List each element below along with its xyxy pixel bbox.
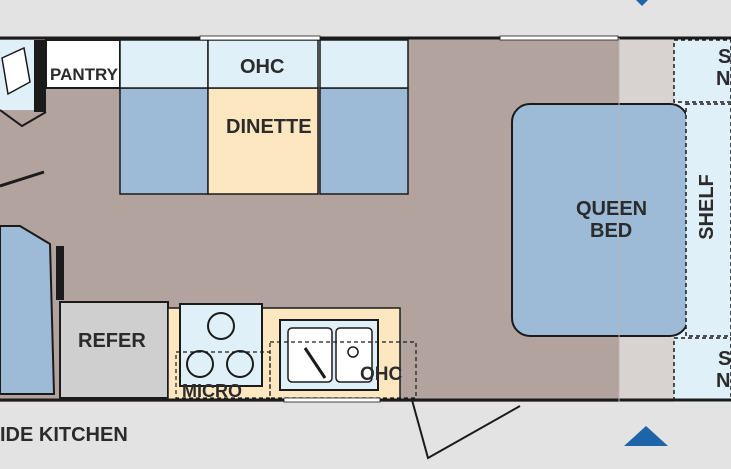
sink-faucet xyxy=(303,347,327,379)
top-window-right xyxy=(499,35,619,41)
burner-left xyxy=(186,350,214,378)
stove-top xyxy=(179,303,263,387)
entry-wall-stub xyxy=(0,170,45,188)
nightstand-top xyxy=(673,39,731,103)
refer-label: REFER xyxy=(78,330,146,352)
front-lounge-seat xyxy=(0,225,56,395)
edge-bottom-s-label: S xyxy=(718,348,731,370)
outside-kitchen-label: IDE KITCHEN xyxy=(0,424,128,446)
nightstand-bottom xyxy=(673,337,731,401)
dinette-seat-left-back xyxy=(119,39,209,89)
bottom-window xyxy=(283,397,381,403)
burner-right xyxy=(226,350,254,378)
bath-wall xyxy=(34,40,46,112)
faucet-knob xyxy=(347,346,359,358)
dinette-table xyxy=(207,87,319,195)
top-window-left xyxy=(199,35,321,41)
ohc-top-label: OHC xyxy=(240,56,285,78)
bath-door-swing xyxy=(0,109,47,128)
dinette-label: DINETTE xyxy=(226,116,312,138)
burner-rear xyxy=(207,312,235,340)
bath-sink-bowl xyxy=(1,46,31,96)
top-arrow xyxy=(636,0,648,6)
shelf-label: SHELF xyxy=(695,174,718,240)
edge-top-n-label: N xyxy=(716,68,731,90)
micro-label: MICRO xyxy=(182,381,242,401)
pantry-label: PANTRY xyxy=(50,65,118,84)
ohc-bottom-label: OHC xyxy=(360,364,403,385)
bed-shelf xyxy=(685,103,731,337)
entry-door-swing xyxy=(411,399,521,460)
dinette-seat-left xyxy=(119,87,209,195)
front-cabinet-wall xyxy=(56,246,64,300)
edge-top-s-label: S xyxy=(718,46,731,68)
bottom-arrow xyxy=(624,426,668,446)
refrigerator xyxy=(59,301,169,399)
dinette-seat-right-back xyxy=(319,39,409,89)
dinette-ohc-center xyxy=(207,39,319,89)
dinette-seat-right xyxy=(319,87,409,195)
queen-bed-label-1: QUEEN xyxy=(576,198,648,220)
queen-bed-label-2: BED xyxy=(590,220,633,242)
edge-bottom-n-label: N xyxy=(716,370,731,392)
